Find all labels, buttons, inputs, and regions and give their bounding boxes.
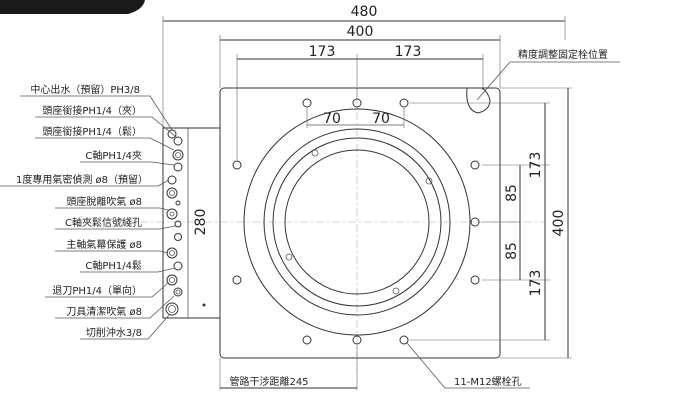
- port-label-1: 中心出水（預留）PH3/8: [30, 83, 140, 96]
- fitting: [166, 247, 178, 259]
- bolt-holes-callout: 11-M12螺栓孔: [406, 342, 530, 389]
- dim-173-left-text: 173: [309, 44, 336, 60]
- ring-hole-1: [311, 149, 319, 157]
- fitting: [167, 175, 177, 185]
- dim-173-upper-text: 173: [528, 152, 544, 179]
- ring-hole-4: [392, 287, 400, 295]
- fitting: [173, 261, 183, 271]
- bolt-hole: [352, 98, 362, 108]
- bolt-hole: [302, 335, 312, 345]
- port-label-7: C軸夾鬆信號綫孔: [65, 216, 142, 229]
- fitting: [173, 162, 183, 172]
- dim-173-right-text: 173: [395, 44, 422, 60]
- fitting: [165, 302, 179, 316]
- pipe-interference-dim: 管路干涉距離245: [219, 345, 358, 390]
- fitting: [174, 220, 182, 228]
- dim-hole-spacing: 173 173: [236, 44, 484, 160]
- port-fittings: [165, 129, 184, 316]
- fitting: [173, 287, 183, 297]
- corner-block: [0, 0, 145, 14]
- dim-70-right-text: 70: [372, 111, 390, 127]
- dim-inner: 70 70: [306, 108, 405, 128]
- base-plate: [219, 87, 501, 359]
- spindle-bore: [284, 149, 430, 295]
- port-label-9: C軸PH1/4鬆: [85, 259, 142, 272]
- outer-ring: [243, 108, 471, 336]
- dim-85-lower-text: 85: [504, 242, 520, 260]
- bolt-hole: [232, 275, 242, 285]
- ring-hole-3: [285, 253, 293, 261]
- bolt-hole: [302, 98, 312, 108]
- fitting: [174, 233, 182, 241]
- bolt-hole: [399, 98, 409, 108]
- bolt-hole: [470, 160, 480, 170]
- port-label-4: C軸PH1/4夾: [85, 149, 142, 162]
- dim-400-text: 400: [347, 24, 374, 40]
- ring-hole-2: [425, 177, 433, 185]
- manifold-dot: [202, 303, 206, 307]
- fitting: [166, 274, 178, 286]
- locator-notch: [466, 87, 491, 114]
- port-label-3: 頭座銜接PH1/4（鬆）: [42, 125, 142, 138]
- dim-overall-width: 480: [162, 4, 566, 128]
- dim-400-vertical-text: 400: [551, 210, 567, 237]
- dim-480-text: 480: [351, 4, 378, 20]
- adjust-locator-callout: 精度調整固定栓位置: [476, 48, 620, 101]
- bolt-hole: [470, 217, 480, 227]
- manifold-block: [162, 127, 221, 319]
- bolt-hole: [399, 335, 409, 345]
- fitting: [175, 200, 181, 206]
- fitting: [166, 208, 178, 220]
- dim-280-text: 280: [193, 209, 209, 236]
- mid-ring-outer: [263, 128, 451, 316]
- port-leaders: [0, 95, 177, 340]
- port-label-2: 頭座銜接PH1/4（夾）: [42, 104, 142, 117]
- bolt-hole: [232, 160, 242, 170]
- dim-plate-width: 400: [219, 24, 501, 88]
- port-label-8: 主軸氣幕保護 ø8: [66, 238, 142, 251]
- mid-ring-inner: [272, 137, 442, 307]
- port-label-5: 1度專用氣密偵測 ø8（預留）: [16, 173, 148, 186]
- port-label-6: 頭座脫離吹氣 ø8: [66, 195, 142, 208]
- dim-85-upper-text: 85: [504, 184, 520, 202]
- bolt-holes: [232, 98, 480, 345]
- fitting: [166, 187, 178, 199]
- bolt-hole: [470, 275, 480, 285]
- bolt-holes-text: 11-M12螺栓孔: [454, 375, 522, 388]
- fitting: [173, 136, 183, 146]
- bolt-hole: [352, 335, 362, 345]
- port-labels: 中心出水（預留）PH3/8 頭座銜接PH1/4（夾） 頭座銜接PH1/4（鬆） …: [16, 83, 148, 339]
- port-label-11: 刀具清潔吹氣 ø8: [66, 305, 142, 318]
- adjust-locator-text: 精度調整固定栓位置: [518, 48, 608, 61]
- port-label-10: 退刀PH1/4（單向）: [52, 284, 142, 297]
- dim-right-vertical: 173 85 85 173 400: [410, 87, 572, 359]
- dim-70-left-text: 70: [323, 111, 341, 127]
- port-label-12: 切削沖水3/8: [86, 326, 142, 339]
- fitting: [172, 149, 184, 161]
- pipe-interference-text: 管路干涉距離245: [229, 375, 308, 388]
- dim-173-lower-text: 173: [528, 270, 544, 297]
